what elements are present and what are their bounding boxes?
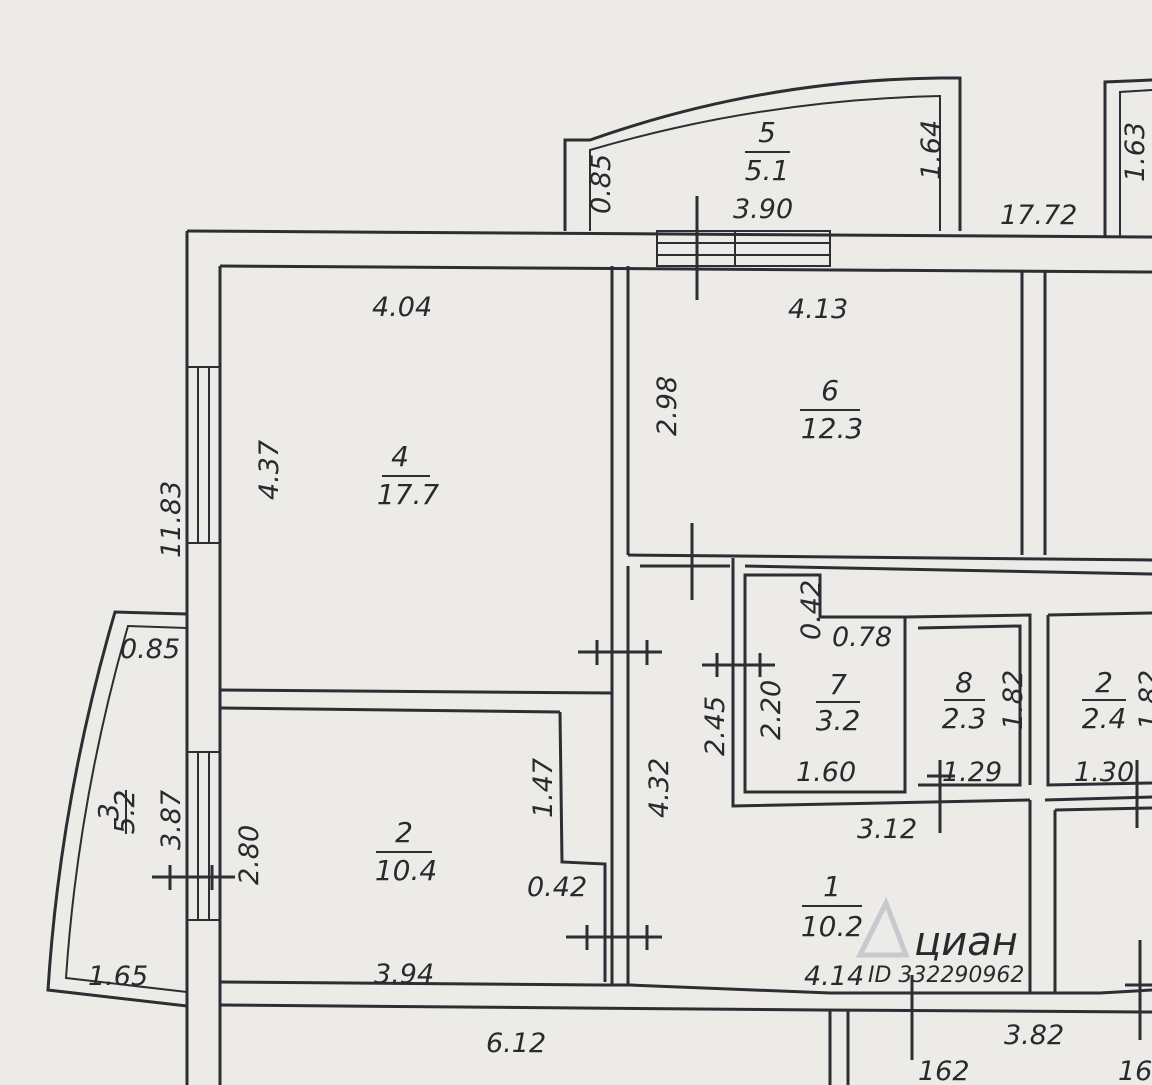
watermark-brand: циан: [914, 919, 1018, 965]
dim-balcony3-bottom: 1.65: [88, 961, 148, 992]
room-number: 3: [92, 803, 125, 821]
dim-room8-width: 1.29: [942, 757, 1002, 788]
room-7-label: 7 3.2: [816, 668, 861, 737]
dim-room1-top: 3.12: [857, 814, 917, 845]
dim-room7-height: 2.20: [756, 680, 787, 740]
dim-room6-height: 2.98: [652, 376, 683, 436]
dim-bottom-b: 3.82: [1004, 1020, 1064, 1051]
room-number: 1: [823, 870, 841, 903]
room-number: 5: [758, 116, 776, 149]
dim-room7-width: 1.60: [796, 757, 856, 788]
dim-room4-width: 4.04: [372, 292, 432, 323]
windows: [186, 230, 831, 921]
balcony-far-right: [1103, 78, 1152, 237]
room-4-label: 4 17.7: [377, 440, 440, 511]
dim-bottom-c: 16: [1118, 1056, 1152, 1085]
dim-bottom-a: 162: [918, 1056, 970, 1085]
dim-balcony5-left: 0.85: [586, 154, 617, 214]
room-area: 12.3: [801, 412, 863, 445]
room-area: 10.2: [801, 910, 863, 943]
dim-room6-width: 4.13: [788, 294, 848, 325]
cian-logo-icon: [855, 896, 910, 958]
dim-room2-width: 3.94: [374, 959, 434, 990]
room-area: 17.7: [377, 478, 440, 511]
dim-balcony5-width: 3.90: [733, 194, 793, 225]
dim-room2-height: 2.80: [234, 825, 265, 885]
door-marks: [152, 196, 1152, 1060]
dim-total-height: 11.83: [156, 481, 187, 558]
room-5-label: 5 5.1: [745, 116, 790, 187]
room-area: 2.4: [1082, 702, 1127, 735]
watermark: циан ID 332290962: [855, 896, 1024, 988]
room-number: 7: [829, 668, 847, 701]
room-number: 4: [391, 440, 409, 473]
dim-room2b-height: 1.82: [1134, 670, 1152, 730]
room-area: 3.2: [816, 704, 861, 737]
dim-balcony5-right: 1.64: [916, 120, 947, 180]
room-number: 8: [955, 666, 973, 699]
balcony-3: [46, 610, 188, 1008]
room-1-label: 1 10.2: [801, 870, 863, 943]
room-number: 6: [821, 374, 839, 407]
dim-room1-width: 4.14: [804, 961, 864, 992]
room-area: 10.4: [375, 854, 437, 887]
balcony-5: [563, 76, 962, 231]
room-2-label: 2 10.4: [375, 816, 437, 887]
dim-far-balcony: 1.63: [1120, 122, 1151, 182]
watermark-id: ID 332290962: [868, 963, 1024, 988]
dimension-labels: 0.85 1.64 3.90 17.72 1.63 4.04 4.37 4.13…: [88, 120, 1152, 1085]
room-area: 5.2: [108, 790, 141, 835]
dim-bottom-left: 6.12: [486, 1028, 546, 1059]
dim-corridor-height: 4.32: [644, 758, 675, 818]
room-2b-label: 2 2.4: [1082, 666, 1127, 735]
room-area: 2.3: [942, 702, 987, 735]
dim-room7-top-width: 0.78: [832, 622, 892, 653]
room-8-label: 8 2.3: [942, 666, 987, 735]
room-3-label: 3 5.2: [92, 790, 141, 835]
dim-total-length: 17.72: [1000, 200, 1077, 231]
dim-room8-height: 1.82: [998, 670, 1029, 730]
room-number: 2: [395, 816, 413, 849]
dim-room2-step: 1.47: [528, 758, 559, 818]
dim-balcony3-top: 0.85: [120, 634, 180, 665]
dim-room2-notch: 0.42: [527, 872, 587, 903]
dim-room2b-width: 1.30: [1074, 757, 1134, 788]
dim-room4-height: 4.37: [254, 440, 285, 500]
room-area: 5.1: [745, 154, 790, 187]
dim-corridor-step: 2.45: [700, 696, 731, 756]
dim-room7-top: 0.42: [796, 580, 827, 640]
room-6-label: 6 12.3: [800, 374, 863, 445]
dim-balcony3-height: 3.87: [156, 790, 187, 850]
room-number: 2: [1095, 666, 1113, 699]
